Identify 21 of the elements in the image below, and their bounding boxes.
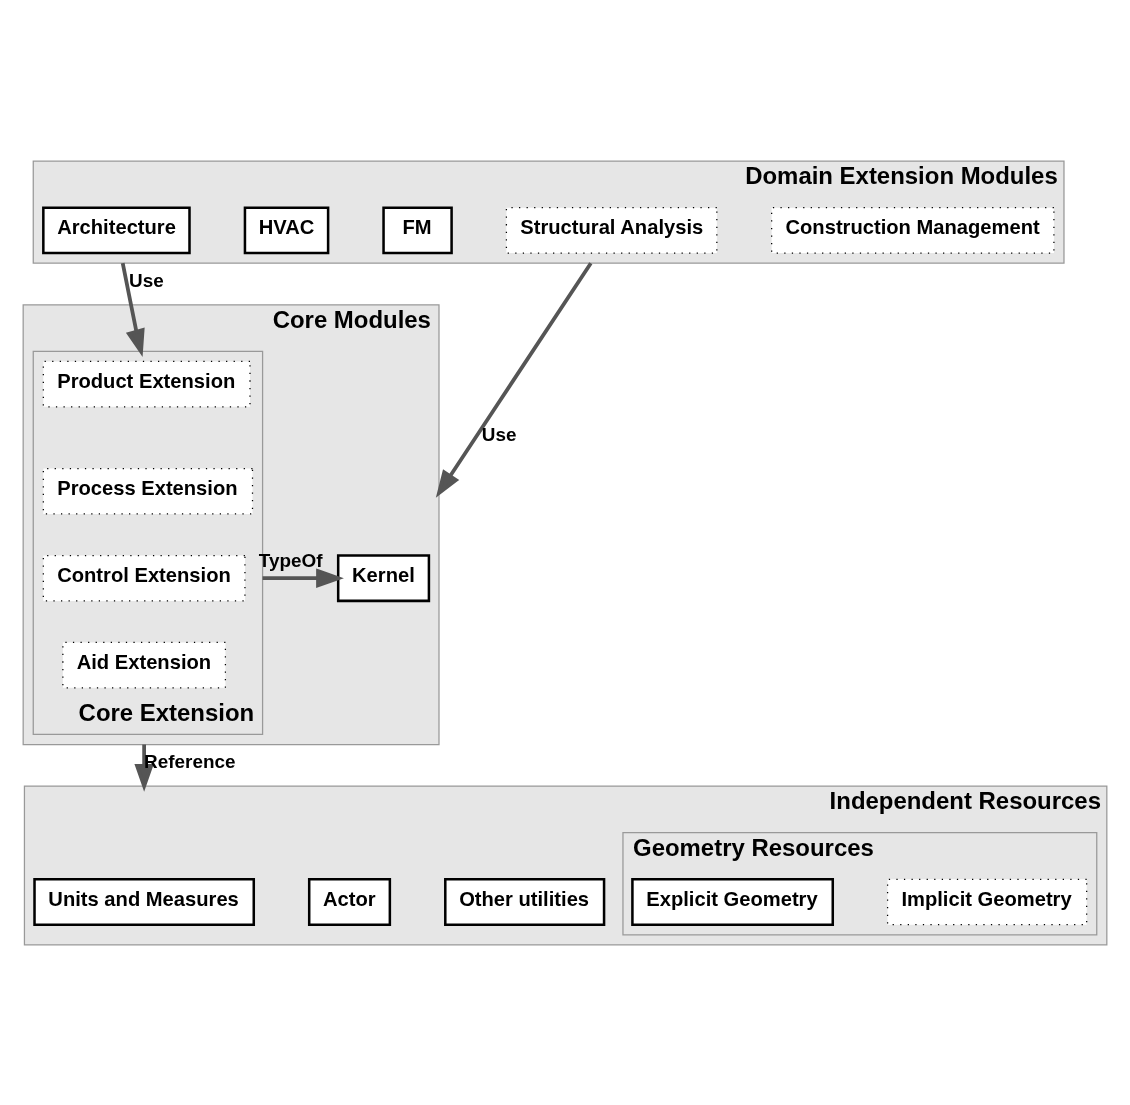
node-box: Architecture (42, 206, 191, 254)
node-box: Other utilities (444, 877, 606, 926)
arrow (134, 744, 154, 792)
node-box: Structural Analysis (505, 206, 718, 254)
node-box: Kernel (336, 553, 431, 602)
node-box: Process Extension (42, 467, 254, 515)
node-box: HVAC (243, 206, 330, 254)
node-box: Units and Measures (33, 877, 255, 926)
node-box: Implicit Geometry (886, 878, 1088, 925)
node-box: Aid Extension (62, 641, 227, 688)
arrow (435, 261, 593, 498)
arrow (120, 262, 145, 357)
node-box: Actor (307, 877, 392, 926)
arrow (262, 567, 344, 588)
edge-label: Use (129, 269, 164, 291)
edge-label: Use (481, 423, 517, 445)
node-box: Control Extension (42, 554, 246, 601)
node-box: Product Extension (42, 360, 251, 407)
node-box: FM (382, 206, 453, 254)
node-box: Explicit Geometry (631, 877, 834, 926)
node-box: Construction Management (771, 206, 1055, 254)
